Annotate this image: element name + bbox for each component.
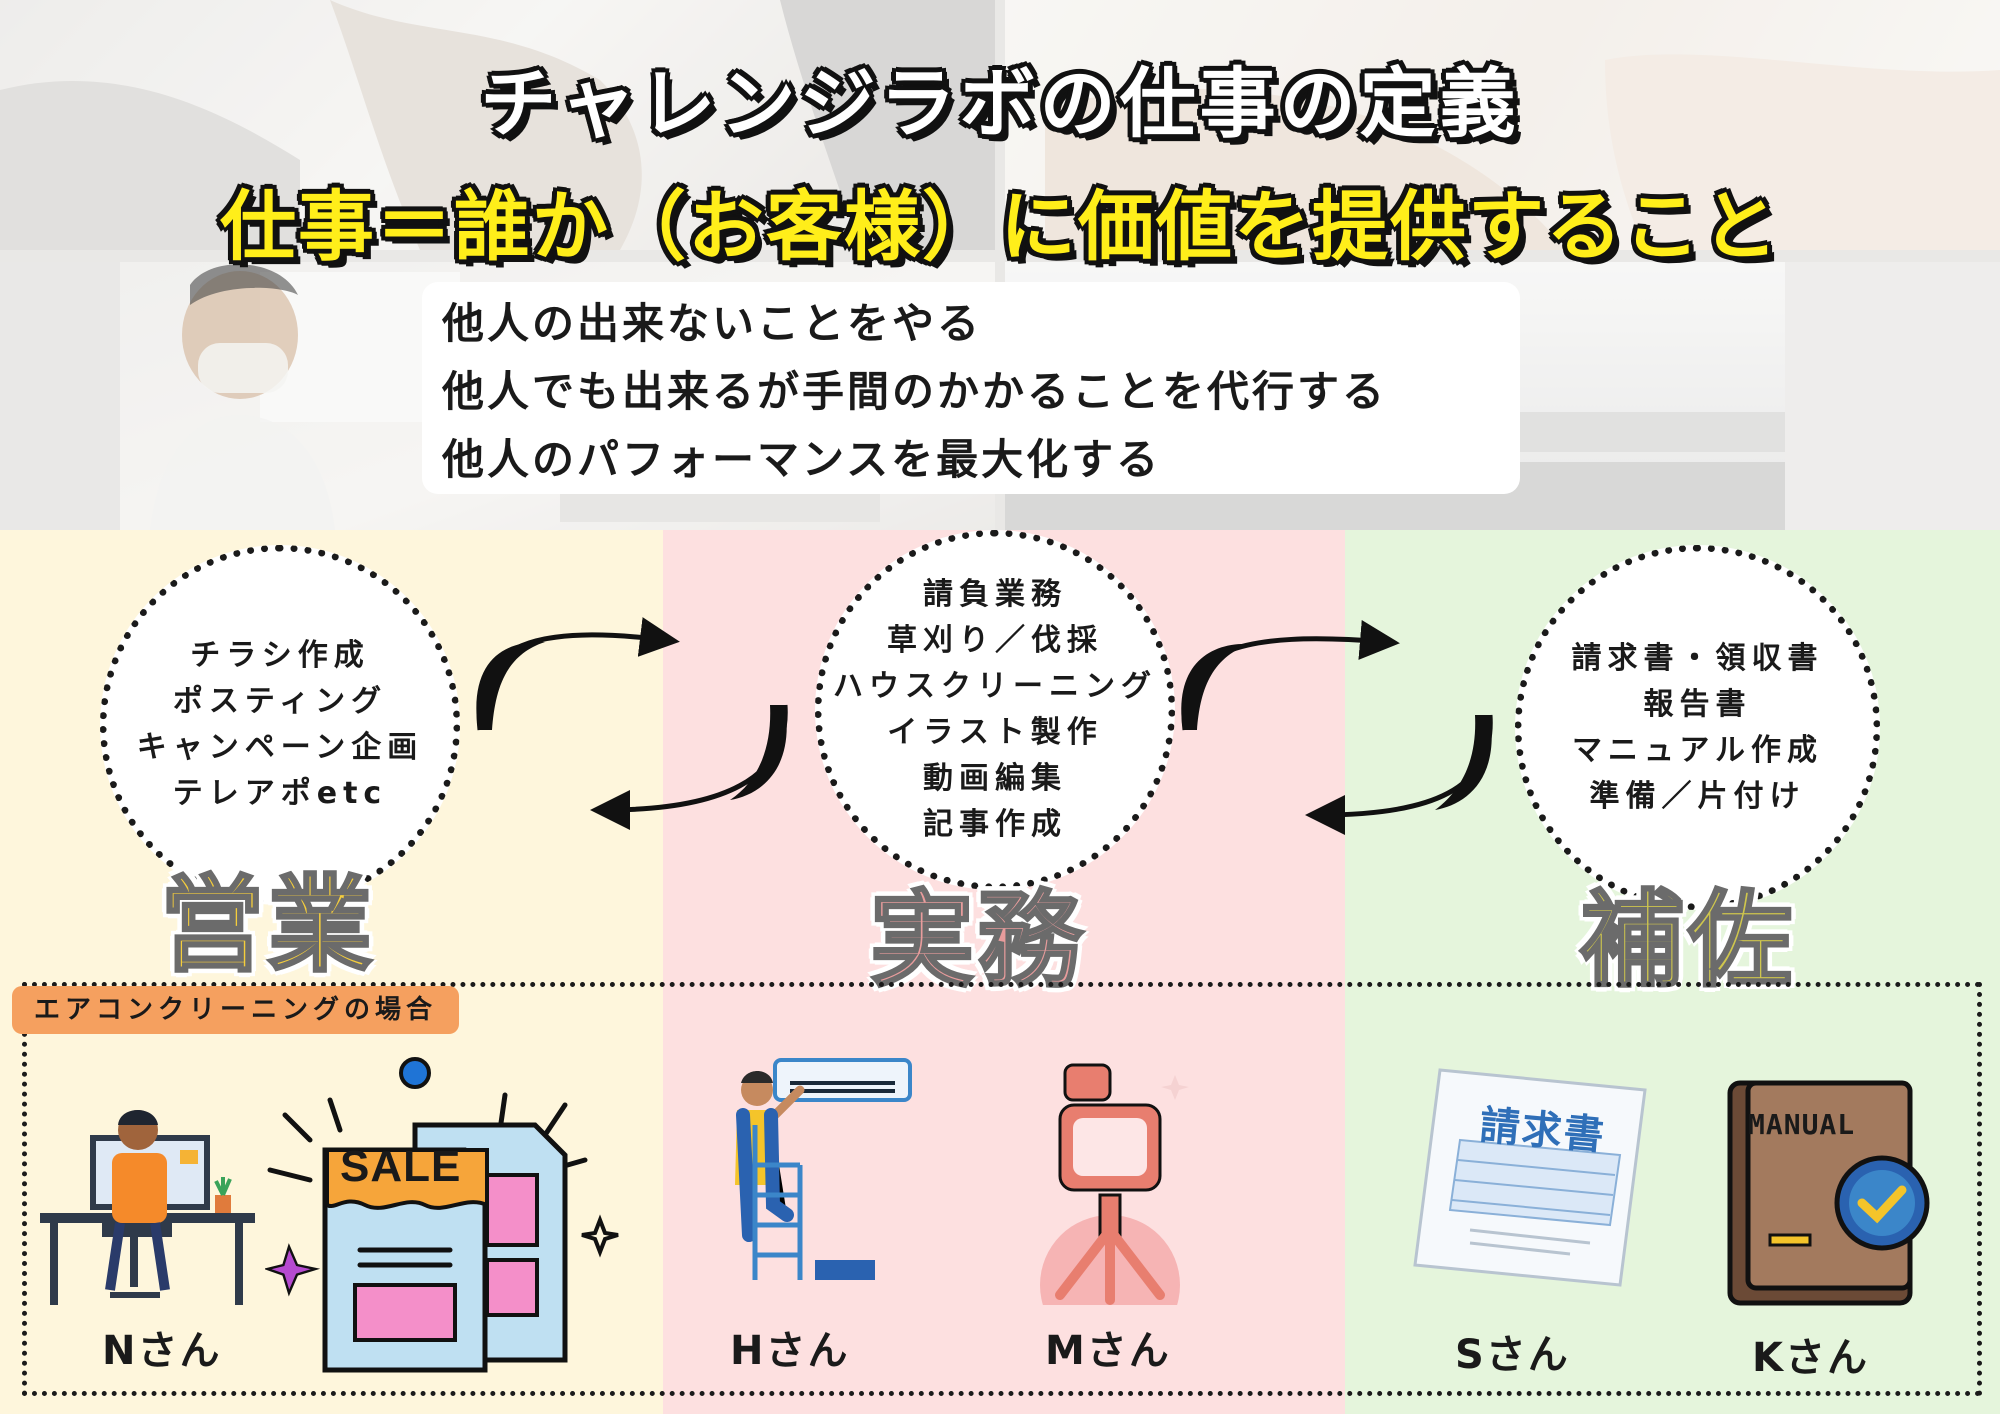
example-tag: エアコンクリーニングの場合 [12, 986, 460, 1034]
invoice-heading-text: 請求書 [1477, 1102, 1608, 1160]
sales-task-circle: チラシ作成 ポスティング キャンペーン企画 テレアポetc [100, 545, 460, 905]
task-item: 記事作成 [923, 807, 1067, 842]
manual-book-illustration [1727, 1080, 1930, 1306]
task-item: ポスティング [172, 684, 388, 719]
task-item: 請求書・領収書 [1571, 640, 1824, 676]
aircon-cleaner-illustration [735, 1058, 912, 1280]
photo-hands-top-left [0, 0, 995, 250]
desk-worker-illustration [40, 1110, 255, 1305]
definition-line: 他人のパフォーマンスを最大化する [442, 435, 1162, 484]
example-box [22, 982, 1982, 1396]
category-work-heading: 実務 [868, 878, 1087, 1003]
invoice-document-illustration [1413, 1068, 1647, 1287]
task-item: 請負業務 [923, 577, 1067, 612]
man-with-mask-photo [150, 265, 335, 530]
task-item: イラスト製作 [887, 715, 1103, 750]
task-item: キャンペーン企画 [136, 730, 424, 765]
task-item: テレアポetc [172, 776, 388, 811]
definition-line: 他人の出来ないことをやる [442, 299, 983, 348]
sale-flyer-illustration [265, 1057, 619, 1373]
person-label-m: Mさん [1045, 1328, 1171, 1374]
definition-line: 他人でも出来るが手間のかかることを代行する [442, 367, 1388, 416]
task-item: 準備／片付け [1589, 778, 1806, 814]
person-label-h: Hさん [730, 1328, 850, 1374]
task-item: マニュアル作成 [1571, 732, 1824, 768]
page-title: チャレンジラボの仕事の定義 [480, 59, 1520, 148]
task-item: 草刈り／伐採 [887, 623, 1103, 658]
task-item: チラシ作成 [190, 638, 370, 673]
category-assist-heading: 補佐 [1578, 878, 1797, 1003]
person-label-n: Nさん [102, 1328, 222, 1374]
video-camera-illustration [1040, 1063, 1189, 1305]
task-item: 報告書 [1643, 686, 1752, 722]
task-item: ハウスクリーニング [833, 669, 1157, 704]
manual-heading-text: MANUAL [1748, 1108, 1856, 1141]
sale-sign-text: SALE [340, 1142, 462, 1191]
person-label-k: Kさん [1752, 1335, 1869, 1381]
person-label-s: Sさん [1455, 1332, 1570, 1378]
page-subtitle: 仕事＝誰か（お客様）に価値を提供すること [220, 182, 1780, 271]
task-item: 動画編集 [923, 761, 1067, 796]
photo-hands-top-right [1005, 0, 2000, 250]
assist-task-circle: 請求書・領収書 報告書 マニュアル作成 準備／片付け [1515, 545, 1880, 910]
category-sales-heading: 営業 [158, 863, 377, 988]
definition-box: 他人の出来ないことをやる 他人でも出来るが手間のかかることを代行する 他人のパフ… [422, 282, 1520, 494]
work-task-circle: 請負業務 草刈り／伐採 ハウスクリーニング イラスト製作 動画編集 記事作成 [815, 530, 1175, 890]
